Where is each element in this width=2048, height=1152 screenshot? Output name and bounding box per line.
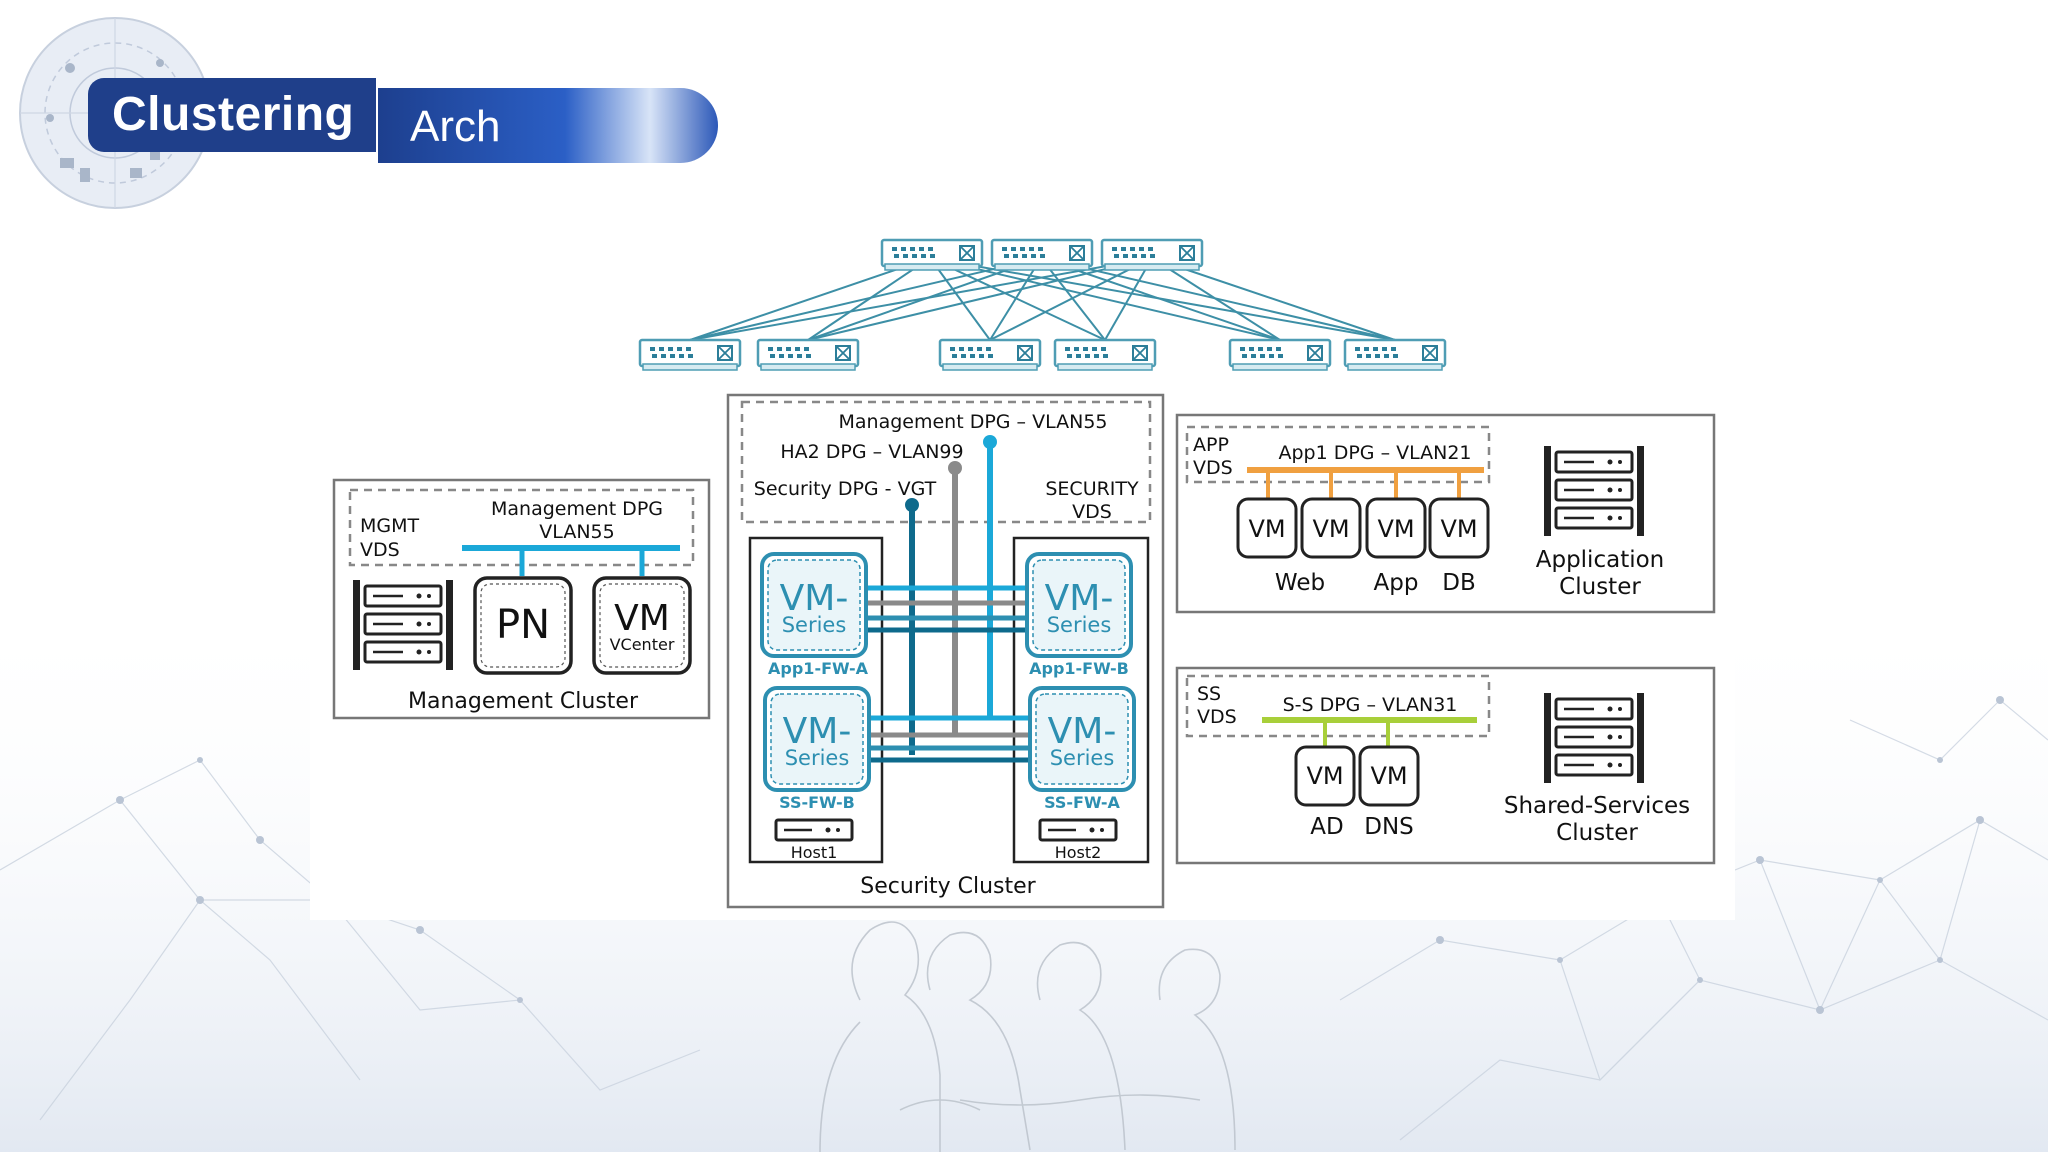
pn-label: PN — [496, 602, 550, 648]
mgmt-vds-label-2: VDS — [360, 539, 400, 561]
tier-app-label: App — [1374, 570, 1419, 596]
sec-ha2-dpg-label: HA2 DPG – VLAN99 — [780, 441, 963, 463]
ss-rack-icon — [1542, 691, 1646, 785]
mgmt-dpg-label-2: VLAN55 — [539, 521, 614, 543]
app-vds-label-2: VDS — [1193, 457, 1233, 479]
host2-label: Host2 — [1055, 843, 1102, 862]
app-dpg-label: App1 DPG – VLAN21 — [1278, 442, 1471, 464]
fw-ss-b-label: SS-FW-B — [779, 793, 855, 812]
leaf-switch-4 — [1053, 338, 1157, 372]
security-cluster: Management DPG – VLAN55 HA2 DPG – VLAN99… — [726, 393, 1165, 909]
fw-app1-a-label: App1-FW-A — [768, 659, 869, 678]
spine-switch-2 — [990, 238, 1094, 272]
host2-server-icon — [1038, 818, 1118, 842]
ss-vds-label-2: VDS — [1197, 706, 1237, 728]
management-cluster: MGMT VDS Management DPG VLAN55 PN VM VCe… — [332, 478, 711, 720]
leaf-switch-2 — [756, 338, 860, 372]
sec-vds-label-2: VDS — [1072, 501, 1112, 523]
fw-app1-a-vm: VM- — [780, 578, 849, 619]
fw-ss-a-series: Series — [1050, 746, 1115, 770]
sec-security-dpg-label: Security DPG - VGT — [754, 478, 937, 500]
tier-web-label: Web — [1275, 570, 1325, 596]
ss-vm-dns-label: DNS — [1364, 814, 1414, 840]
fw-app1-b-label: App1-FW-B — [1029, 659, 1129, 678]
mgmt-vds-label-1: MGMT — [360, 515, 420, 537]
app-vm-label-3: VM — [1377, 515, 1414, 543]
ss-cluster-caption-1: Shared-Services — [1504, 793, 1690, 819]
fw-ss-a-label: SS-FW-A — [1044, 793, 1120, 812]
shared-services-cluster: SS VDS S-S DPG – VLAN31 VM VM AD DNS Sha… — [1175, 666, 1716, 865]
fw-ss-a-vm: VM- — [1048, 711, 1117, 752]
app-vm-label-2: VM — [1312, 515, 1349, 543]
ss-vds-label-1: SS — [1197, 683, 1221, 705]
leaf-switch-5 — [1228, 338, 1332, 372]
fw-ss-b-vm: VM- — [783, 711, 852, 752]
tier-db-label: DB — [1442, 570, 1476, 596]
ss-cluster-caption-2: Cluster — [1556, 820, 1638, 846]
app-cluster-caption-1: Application — [1536, 547, 1665, 573]
page-subtitle: Arch — [410, 102, 501, 151]
vcenter-vm-label: VM — [614, 598, 670, 639]
vcenter-label: VCenter — [610, 635, 675, 654]
mgmt-cluster-caption: Management Cluster — [408, 689, 639, 714]
leaf-switch-1 — [638, 338, 742, 372]
host1-label: Host1 — [791, 843, 838, 862]
pn-box — [473, 576, 573, 675]
app-vm-label-4: VM — [1440, 515, 1477, 543]
leaf-switch-3 — [938, 338, 1042, 372]
app-cluster-caption-2: Cluster — [1559, 574, 1641, 600]
security-cluster-caption: Security Cluster — [860, 874, 1036, 899]
app-vm-label-1: VM — [1248, 515, 1285, 543]
ss-vm-ad-label: AD — [1310, 814, 1343, 840]
fw-app1-b-series: Series — [1047, 613, 1112, 637]
title-label-box — [88, 78, 376, 152]
application-cluster: APP VDS App1 DPG – VLAN21 VM VM VM VM We… — [1175, 413, 1716, 614]
fw-app1-b-vm: VM- — [1045, 578, 1114, 619]
leaf-switch-6 — [1343, 338, 1447, 372]
sec-vds-label-1: SECURITY — [1045, 478, 1139, 500]
title-pill-background — [378, 88, 718, 163]
vcenter-box — [592, 576, 692, 675]
page-title: Clustering — [112, 88, 355, 141]
fw-ss-b-series: Series — [785, 746, 850, 770]
mgmt-dpg-label-1: Management DPG — [491, 498, 663, 520]
spine-switch-3 — [1100, 238, 1204, 272]
ss-dpg-label: S-S DPG – VLAN31 — [1283, 694, 1458, 716]
app-rack-icon — [1542, 444, 1646, 538]
app-vds-label-1: APP — [1193, 434, 1229, 456]
sec-mgmt-dpg-label: Management DPG – VLAN55 — [839, 411, 1108, 433]
spine-switch-1 — [880, 238, 984, 272]
ss-vm-label-2: VM — [1370, 762, 1407, 790]
mgmt-rack-icon — [351, 578, 455, 672]
host1-server-icon — [774, 818, 854, 842]
ss-vm-label-1: VM — [1306, 762, 1343, 790]
fw-app1-a-series: Series — [782, 613, 847, 637]
fabric-links — [689, 257, 1396, 341]
